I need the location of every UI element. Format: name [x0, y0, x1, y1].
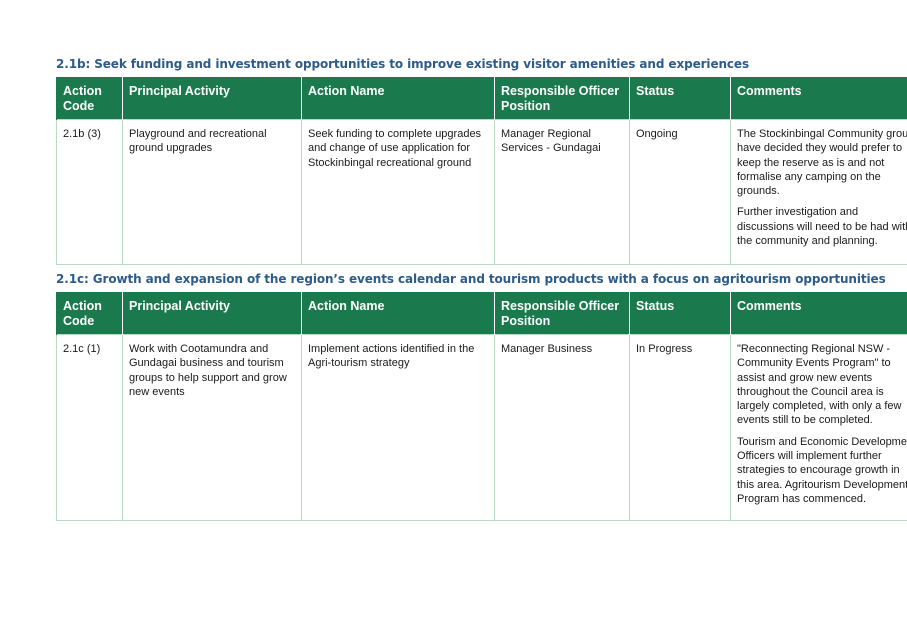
- section-2-1c: 2.1c: Growth and expansion of the region…: [56, 272, 907, 521]
- col-header-action-code: Action Code: [56, 77, 123, 120]
- cell-principal-activity: Playground and recreational ground upgra…: [122, 119, 302, 265]
- cell-status: In Progress: [629, 334, 731, 521]
- table-row: 2.1b (3) Playground and recreational gro…: [56, 119, 907, 265]
- comment-paragraph: The Stockinbingal Community group have d…: [737, 128, 907, 198]
- col-header-action-name: Action Name: [301, 292, 495, 335]
- col-header-comments: Comments: [730, 77, 907, 120]
- cell-action-name: Implement actions identified in the Agri…: [301, 334, 495, 521]
- table-header-row: Action Code Principal Activity Action Na…: [56, 77, 907, 120]
- col-header-action-name: Action Name: [301, 77, 495, 120]
- cell-comments: "Reconnecting Regional NSW - Community E…: [730, 334, 907, 521]
- table-row: 2.1c (1) Work with Cootamundra and Gunda…: [56, 334, 907, 521]
- cell-action-code: 2.1b (3): [56, 119, 123, 265]
- action-table: Action Code Principal Activity Action Na…: [56, 292, 907, 521]
- col-header-comments: Comments: [730, 292, 907, 335]
- cell-action-code: 2.1c (1): [56, 334, 123, 521]
- table-header-row: Action Code Principal Activity Action Na…: [56, 292, 907, 335]
- comment-paragraph: Tourism and Economic Development Officer…: [737, 435, 907, 505]
- section-heading: 2.1c: Growth and expansion of the region…: [56, 272, 886, 286]
- action-table: Action Code Principal Activity Action Na…: [56, 77, 907, 265]
- col-header-principal-activity: Principal Activity: [122, 77, 302, 120]
- section-2-1b: 2.1b: Seek funding and investment opport…: [56, 57, 907, 265]
- col-header-status: Status: [629, 292, 731, 335]
- col-header-status: Status: [629, 77, 731, 120]
- section-heading: 2.1b: Seek funding and investment opport…: [56, 57, 750, 71]
- cell-responsible-officer: Manager Business: [494, 334, 630, 521]
- col-header-responsible-officer: Responsible Officer Position: [494, 77, 630, 120]
- comment-paragraph: Further investigation and discussions wi…: [737, 206, 907, 248]
- cell-comments: The Stockinbingal Community group have d…: [730, 119, 907, 265]
- col-header-principal-activity: Principal Activity: [122, 292, 302, 335]
- cell-responsible-officer: Manager Regional Services - Gundagai: [494, 119, 630, 265]
- comment-paragraph: "Reconnecting Regional NSW - Community E…: [737, 343, 902, 427]
- cell-action-name: Seek funding to complete upgrades and ch…: [301, 119, 495, 265]
- cell-principal-activity: Work with Cootamundra and Gundagai busin…: [122, 334, 302, 521]
- col-header-action-code: Action Code: [56, 292, 123, 335]
- cell-status: Ongoing: [629, 119, 731, 265]
- col-header-responsible-officer: Responsible Officer Position: [494, 292, 630, 335]
